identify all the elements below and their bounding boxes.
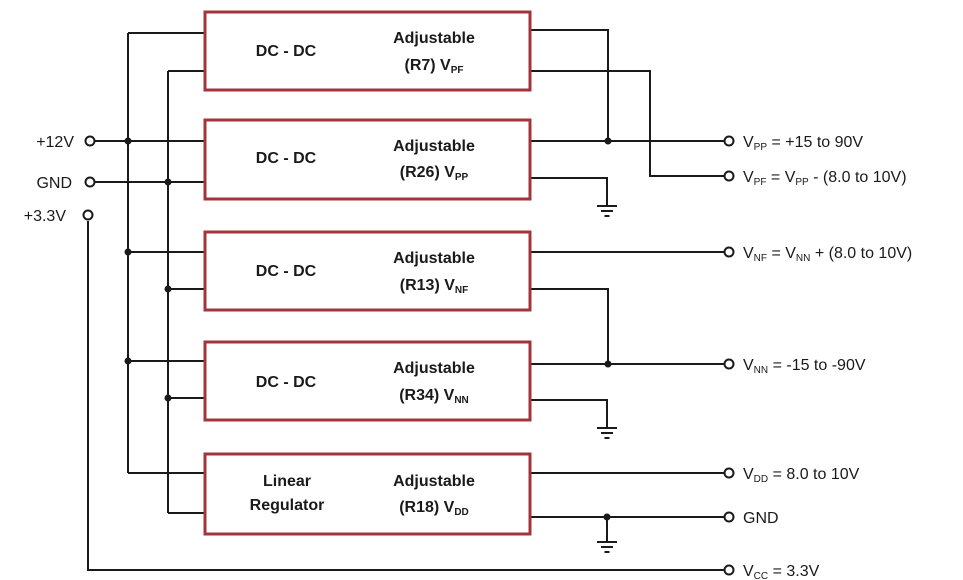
wire-vdd-gnd-out <box>530 472 724 542</box>
ground-symbol-r18 <box>597 541 617 553</box>
wire-12v-bus <box>95 32 205 474</box>
junction-dot <box>124 137 132 145</box>
junction-dot <box>603 513 611 521</box>
block-r18-adjustable: Adjustable <box>393 473 475 490</box>
output-terminal-vnn <box>723 358 735 370</box>
output-label-gnd: GND <box>743 510 779 527</box>
block-r7-adjustable: Adjustable <box>393 30 475 47</box>
output-terminal-gnd <box>723 511 735 523</box>
junction-dot <box>164 178 172 186</box>
block-r18-type-line2: Regulator <box>250 497 325 514</box>
input-label-gnd: GND <box>36 175 72 192</box>
block-r7: DC - DC Adjustable (R7) VPF <box>203 10 532 92</box>
output-label-vpf: VPF = VPP - (8.0 to 10V) <box>743 169 907 188</box>
block-r34-ref: (R34) VNN <box>399 387 469 406</box>
input-label-3v3: +3.3V <box>24 208 67 225</box>
block-r34: DC - DC Adjustable (R34) VNN <box>203 340 532 422</box>
junction-dot <box>124 248 132 256</box>
wire-r26-ground <box>530 177 608 206</box>
block-r13-adjustable: Adjustable <box>393 250 475 267</box>
block-r34-type: DC - DC <box>256 374 317 391</box>
block-r18: Linear Regulator Adjustable (R18) VDD <box>203 452 532 536</box>
input-label-12v: +12V <box>36 134 74 151</box>
block-r26-box <box>203 118 532 201</box>
output-labels: VPP = +15 to 90V VPF = VPP - (8.0 to 10V… <box>743 134 912 580</box>
output-label-vnn: VNN = -15 to -90V <box>743 357 866 376</box>
output-terminal-vcc <box>723 564 735 576</box>
output-label-vpp: VPP = +15 to 90V <box>743 134 863 153</box>
block-r13: DC - DC Adjustable (R13) VNF <box>203 230 532 312</box>
junction-dot <box>604 137 612 145</box>
wire-3v3-line <box>87 221 724 571</box>
output-terminals <box>723 135 735 576</box>
wires <box>87 29 724 571</box>
block-r34-box <box>203 340 532 422</box>
ground-symbol-r34 <box>597 427 617 439</box>
input-terminal-12v <box>84 135 96 147</box>
block-r13-ref: (R13) VNF <box>400 277 468 296</box>
wire-vpf-vpp <box>530 29 724 177</box>
junction-dot <box>124 357 132 365</box>
block-r7-ref: (R7) VPF <box>404 57 463 76</box>
block-r34-adjustable: Adjustable <box>393 360 475 377</box>
wire-r34-ground <box>530 399 608 428</box>
block-r26-adjustable: Adjustable <box>393 138 475 155</box>
junction-dot <box>604 360 612 368</box>
ground-symbol-r26 <box>597 205 617 217</box>
input-terminal-gnd <box>84 176 96 188</box>
block-r26-ref: (R26) VPP <box>400 164 469 183</box>
junction-dot <box>164 285 172 293</box>
input-terminal-3v3 <box>82 209 94 221</box>
block-r7-type: DC - DC <box>256 43 317 60</box>
output-terminal-vpf <box>723 170 735 182</box>
block-r26: DC - DC Adjustable (R26) VPP <box>203 118 532 201</box>
input-terminals: +12V GND +3.3V <box>24 134 96 225</box>
block-r18-type-line1: Linear <box>263 473 311 490</box>
output-terminal-vnf <box>723 246 735 258</box>
wire-gnd-bus <box>95 70 205 514</box>
block-r13-type: DC - DC <box>256 263 317 280</box>
block-r18-box <box>203 452 532 536</box>
wire-vnf-vnn <box>530 251 724 365</box>
junctions <box>124 137 612 521</box>
output-terminal-vpp <box>723 135 735 147</box>
block-r13-box <box>203 230 532 312</box>
output-terminal-vdd <box>723 467 735 479</box>
output-label-vnf: VNF = VNN + (8.0 to 10V) <box>743 245 912 264</box>
block-r26-type: DC - DC <box>256 150 317 167</box>
output-label-vdd: VDD = 8.0 to 10V <box>743 466 860 485</box>
block-r7-box <box>203 10 532 92</box>
junction-dot <box>164 394 172 402</box>
output-label-vcc: VCC = 3.3V <box>743 563 820 580</box>
block-r18-ref: (R18) VDD <box>399 499 469 518</box>
